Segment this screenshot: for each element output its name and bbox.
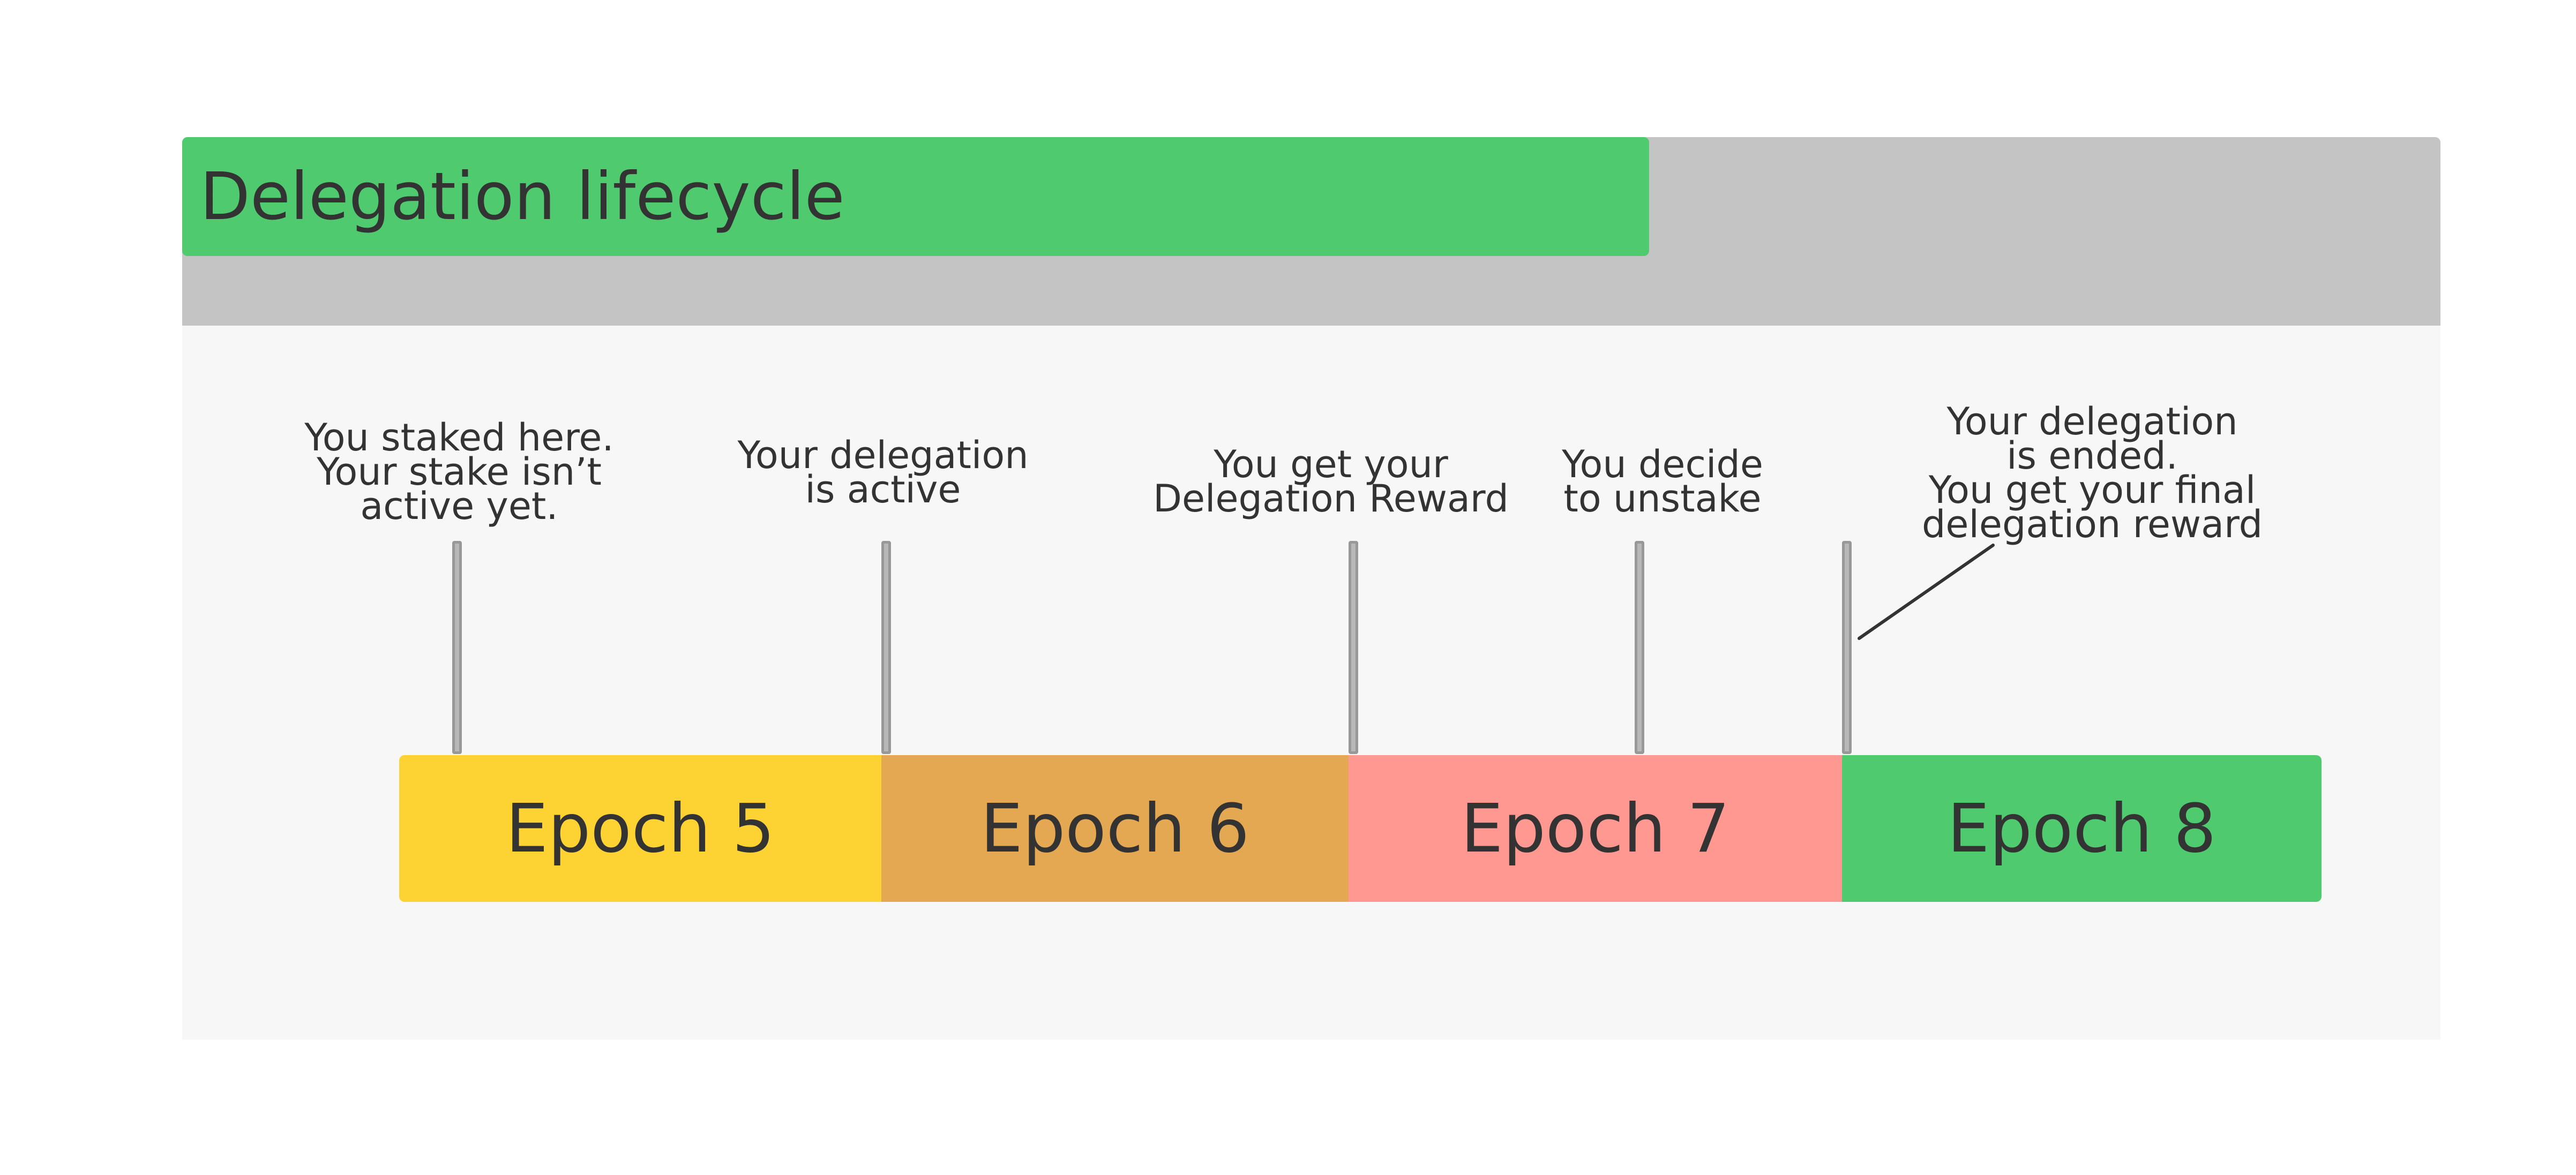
event-note-active: Your delegation is active: [737, 433, 1029, 511]
epoch-6: Epoch 6: [881, 755, 1349, 902]
event-note-unstake: You decide to unstake: [1562, 442, 1763, 521]
epoch-7-label: Epoch 7: [1461, 789, 1730, 868]
epoch-8-label: Epoch 8: [1947, 789, 2216, 868]
epoch-5: Epoch 5: [399, 755, 881, 902]
page-title: Delegation lifecycle: [200, 159, 845, 235]
epoch-5-label: Epoch 5: [505, 789, 775, 868]
epoch-6-label: Epoch 6: [980, 789, 1249, 868]
timeline-pin-reward: [1349, 541, 1358, 754]
header-band: Delegation lifecycle: [182, 137, 2440, 326]
epoch-7: Epoch 7: [1349, 755, 1842, 902]
title-bar: Delegation lifecycle: [182, 137, 1649, 256]
timeline-pin-staked: [452, 541, 462, 754]
event-note-staked: You staked here. Your stake isn’t active…: [304, 416, 614, 528]
event-note-reward: You get your Delegation Reward: [1153, 442, 1509, 521]
epoch-8: Epoch 8: [1842, 755, 2322, 902]
timeline-pin-active: [881, 541, 891, 754]
timeline-pin-unstake: [1635, 541, 1644, 754]
timeline-pin-ended: [1842, 541, 1852, 754]
connector-line: [1858, 544, 1995, 640]
event-note-ended: Your delegation is ended. You get your f…: [1921, 400, 2263, 546]
